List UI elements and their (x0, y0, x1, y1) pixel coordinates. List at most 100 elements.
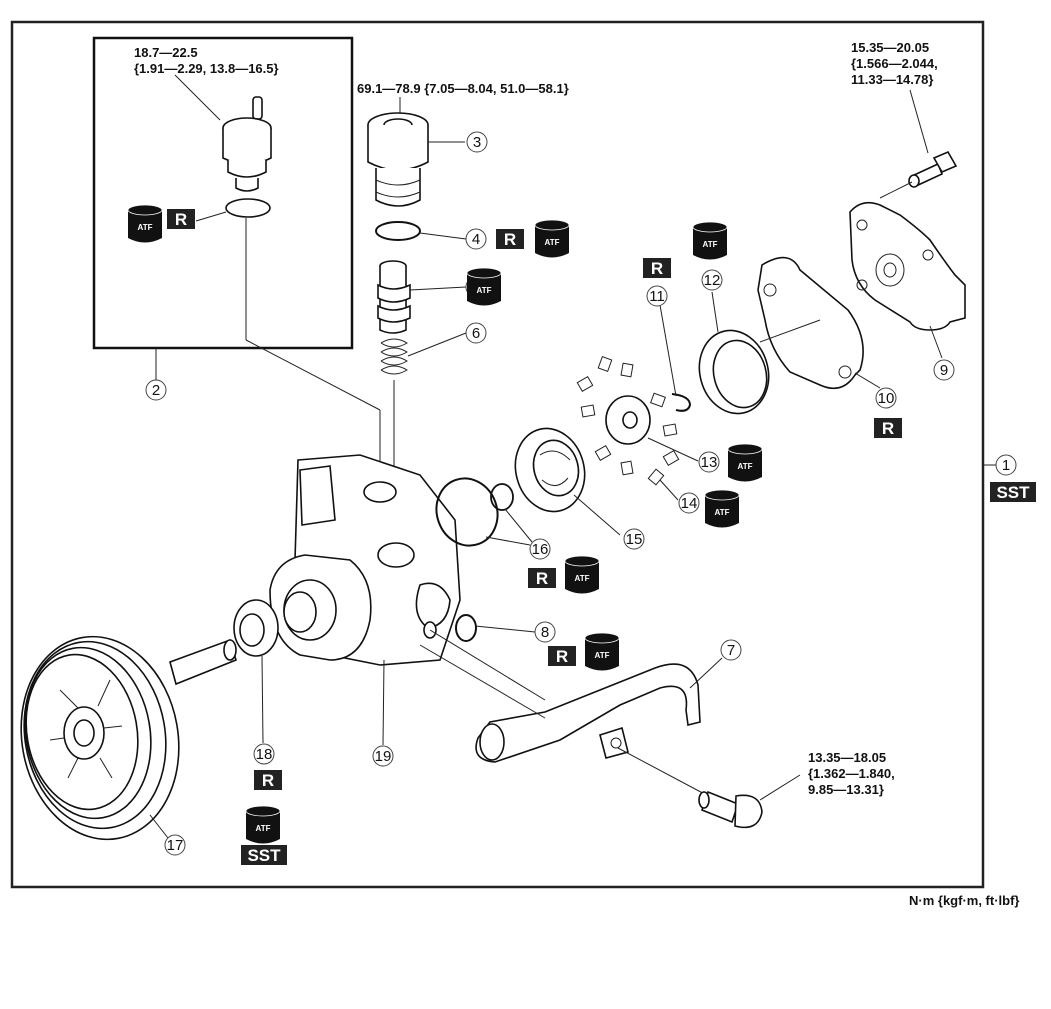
replace-badge-bg (874, 418, 902, 438)
callout-number: 15 (626, 531, 643, 548)
replace-badge-label: R (536, 569, 548, 588)
atf-can-label: ATF (545, 238, 560, 247)
torque-spec-pressure-switch: 18.7—22.5 {1.91—2.29, 13.8—16.5} (134, 45, 279, 76)
sst-badge-label: SST (996, 483, 1030, 502)
replace-badge-bg (254, 770, 282, 790)
callout-circle (875, 387, 897, 409)
pump-body-part (269, 454, 461, 746)
replace-badge: R (548, 646, 576, 666)
replace-badge: R (874, 418, 902, 438)
replace-badge-label: R (262, 771, 274, 790)
replace-badge-label: R (504, 230, 516, 249)
callout-circle (933, 359, 955, 381)
callout-9: 9 (933, 359, 955, 381)
callout-14: 14 (678, 492, 700, 514)
replace-badge: R (643, 258, 671, 278)
o-ring-8-part (455, 614, 536, 642)
atf-can-icon: ATF (564, 555, 600, 594)
callout-circle (465, 322, 487, 344)
callout-number: 17 (167, 837, 184, 854)
callout-circle (372, 745, 394, 767)
cam-ring-part (698, 291, 770, 415)
callout-4: 4 (465, 228, 487, 250)
callout-number: 6 (472, 325, 480, 342)
callout-circle (529, 538, 551, 560)
callout-circle (253, 743, 275, 765)
callout-8: 8 (534, 621, 556, 643)
callout-circle (623, 528, 645, 550)
callout-circle (701, 269, 723, 291)
callout-number: 9 (940, 362, 948, 379)
torque-spec-rear-cover-bolt: 15.35—20.05 {1.566—2.044, 11.33—14.78} (851, 40, 941, 87)
callout-number: 16 (532, 541, 549, 558)
sst-badge: SST (990, 482, 1036, 502)
oil-seal-part (233, 599, 279, 744)
sst-badge: SST (241, 845, 287, 865)
side-plate-part (514, 427, 621, 536)
o-ring-4-part (375, 221, 467, 241)
callout-number: 10 (878, 390, 895, 407)
atf-can-label: ATF (595, 651, 610, 660)
suction-pipe-bolt-part (617, 747, 801, 829)
callout-circle (466, 131, 488, 153)
callout-circle (145, 379, 167, 401)
sst-badge-label: SST (247, 846, 281, 865)
callout-10: 10 (875, 387, 897, 409)
control-valve-part (377, 260, 467, 334)
replace-badge-label: R (651, 259, 663, 278)
pressure-switch-part (174, 74, 381, 490)
callout-12: 12 (701, 269, 723, 291)
callout-number: 13 (701, 454, 718, 471)
atf-can-icon: ATF (466, 267, 502, 306)
atf-can-icon: ATF (534, 219, 570, 258)
inset-box (92, 36, 354, 350)
atf-can-label: ATF (138, 223, 153, 232)
callout-number: 19 (375, 748, 392, 765)
callout-number: 3 (473, 134, 481, 151)
atf-can-icon: ATF (245, 805, 281, 844)
atf-can-label: ATF (738, 462, 753, 471)
snap-ring-part (659, 304, 692, 412)
callout-19: 19 (372, 745, 394, 767)
rear-cover-part (849, 201, 966, 359)
atf-can-icon: ATF (692, 221, 728, 260)
replace-badge-bg (167, 209, 195, 229)
suction-pipe-part (419, 629, 723, 763)
callout-circle (534, 621, 556, 643)
atf-can-label: ATF (703, 240, 718, 249)
rear-cover-bolt-part (879, 89, 958, 199)
callout-1: 1 (995, 454, 1017, 476)
callout-17: 17 (164, 834, 186, 856)
units-label: N·m {kgf·m, ft·lbf} (909, 893, 1020, 908)
replace-badge: R (496, 229, 524, 249)
replace-badge: R (254, 770, 282, 790)
callout-circle (720, 639, 742, 661)
callout-2: 2 (145, 379, 167, 401)
atf-can-icon: ATF (704, 489, 740, 528)
atf-can-label: ATF (477, 286, 492, 295)
replace-badge: R (528, 568, 556, 588)
atf-can-icon: ATF (727, 443, 763, 482)
callout-number: 18 (256, 746, 273, 763)
replace-badge-bg (528, 568, 556, 588)
atf-can-label: ATF (575, 574, 590, 583)
callout-circle (164, 834, 186, 856)
callout-circle (465, 228, 487, 250)
callout-number: 7 (727, 642, 735, 659)
callout-circle (646, 285, 668, 307)
callout-number: 2 (152, 382, 160, 399)
callout-circle (698, 451, 720, 473)
replace-badge-bg (643, 258, 671, 278)
replace-badge-bg (496, 229, 524, 249)
torque-spec-connector: 69.1—78.9 {7.05—8.04, 51.0—58.1} (357, 81, 569, 96)
torque-spec-suction-pipe-bolt: 13.35—18.05 {1.362—1.840, 9.85—13.31} (808, 750, 898, 797)
shaft-part (169, 638, 237, 686)
atf-can-label: ATF (715, 508, 730, 517)
atf-can-label: ATF (256, 824, 271, 833)
callout-18: 18 (253, 743, 275, 765)
callout-circle (678, 492, 700, 514)
connector-part (367, 97, 465, 207)
